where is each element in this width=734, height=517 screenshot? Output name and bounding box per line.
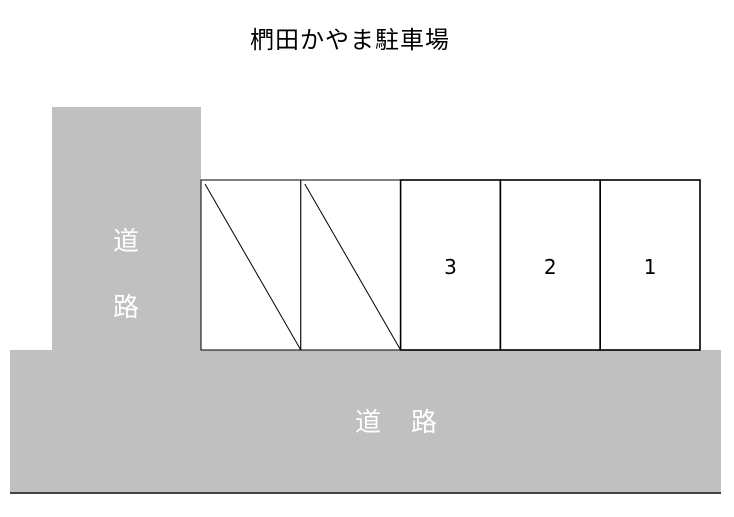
- main-road-label: 道路: [355, 408, 468, 438]
- page-title: 椚田かやま駐車場: [250, 26, 450, 54]
- parking-space-outline: [399, 179, 502, 351]
- parking-space-3: 3: [399, 179, 502, 351]
- side-road-label-1: 道: [113, 227, 140, 257]
- unavailable-diagonal: [304, 183, 402, 351]
- parking-space-outline: [599, 179, 701, 351]
- unavailable-diagonal: [204, 183, 302, 351]
- side-road: [52, 107, 201, 351]
- parking-space-outline: [499, 179, 601, 351]
- main-road: [10, 350, 721, 494]
- parking-space-2: 2: [499, 179, 601, 351]
- parking-space-1: 1: [599, 179, 701, 351]
- side-road-label-2: 路: [113, 293, 140, 323]
- space-number-label: 1: [644, 255, 657, 279]
- space-number-label: 2: [544, 255, 557, 279]
- space-number-label: 3: [444, 255, 457, 279]
- parking-space-unavailable-2: [300, 179, 402, 351]
- parking-space-unavailable-1: [200, 179, 302, 351]
